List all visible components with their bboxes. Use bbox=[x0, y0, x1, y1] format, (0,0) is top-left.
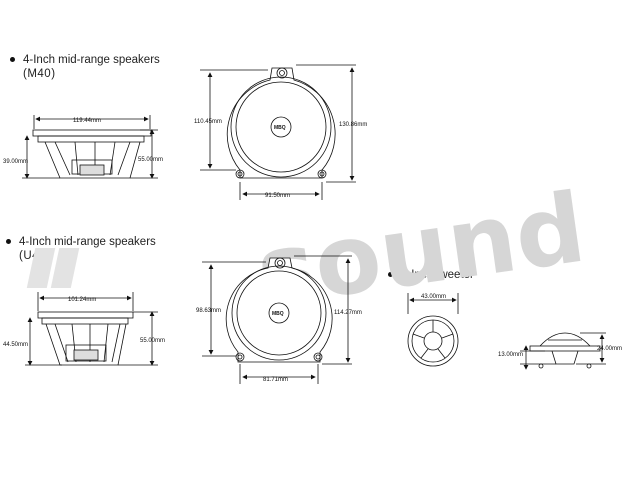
m40-front-outer-label: 130.86mm bbox=[339, 122, 367, 128]
u40-title: 4-Inch mid-range speakers bbox=[19, 236, 156, 248]
u40-front-hole-label: 81.71mm bbox=[263, 377, 288, 383]
bullet-icon bbox=[6, 239, 11, 245]
m40-section-title: 4-Inch mid-range speakers (M40) bbox=[10, 53, 160, 81]
m40-title: 4-Inch mid-range speakers bbox=[23, 54, 160, 66]
tweeter-side-view bbox=[520, 332, 606, 370]
tweeter-depth-total-label: 24.00mm bbox=[597, 346, 622, 352]
u40-front-view bbox=[202, 255, 352, 384]
u40-front-outer-label: 114.27mm bbox=[334, 310, 362, 316]
m40-side-view bbox=[22, 115, 158, 179]
m40-front-view bbox=[200, 64, 356, 200]
u40-side-width-label: 101.24mm bbox=[68, 297, 96, 303]
tweeter-diameter-label: 43.00mm bbox=[421, 294, 446, 300]
tweeter-front-view bbox=[407, 293, 459, 367]
u40-side-depth-small-label: 44.50mm bbox=[3, 342, 28, 348]
m40-brand-label: MBQ bbox=[274, 125, 286, 131]
u40-side-view bbox=[25, 292, 158, 366]
u40-front-inner-label: 98.63mm bbox=[196, 308, 221, 314]
tweeter-depth-small-label: 13.00mm bbox=[498, 352, 523, 358]
bullet-icon bbox=[388, 272, 393, 278]
u40-brand-label: MBQ bbox=[272, 311, 284, 317]
bullet-icon bbox=[10, 57, 15, 63]
tweeter-section-title: 1-Inch tweeter bbox=[388, 268, 474, 282]
m40-side-depth-total-label: 55.00mm bbox=[138, 157, 163, 163]
u40-side-depth-total-label: 55.00mm bbox=[140, 338, 165, 344]
m40-model-label: (M40) bbox=[23, 68, 56, 80]
m40-front-hole-label: 91.50mm bbox=[265, 193, 290, 199]
m40-front-inner-label: 110.45mm bbox=[194, 119, 222, 125]
tweeter-title: 1-Inch tweeter bbox=[401, 269, 474, 281]
m40-side-width-label: 119.44mm bbox=[73, 118, 101, 124]
m40-side-depth-small-label: 39.00mm bbox=[3, 159, 28, 165]
